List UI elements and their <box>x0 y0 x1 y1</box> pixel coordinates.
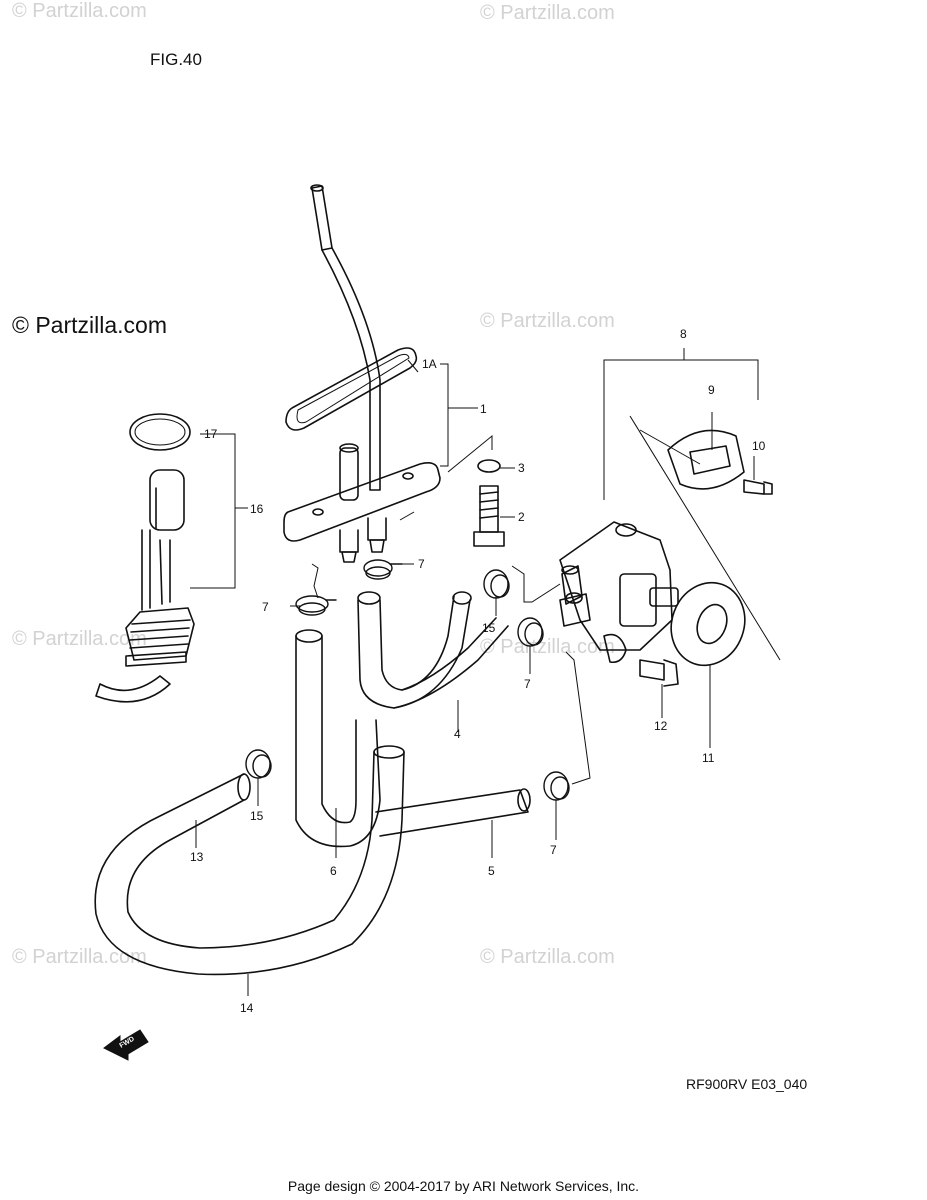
part-hose-14 <box>94 745 405 976</box>
part-clamp <box>363 559 403 580</box>
callout-15: 15 <box>250 809 264 823</box>
figure-title: FIG.40 <box>150 50 202 69</box>
part-clamp <box>295 595 337 616</box>
part-level-sensor <box>95 469 195 703</box>
callout-1: 1 <box>480 402 487 416</box>
watermark: © Partzilla.com <box>480 946 615 968</box>
diagram-code: RF900RV E03_040 <box>686 1076 808 1092</box>
part-hose-4 <box>357 591 509 709</box>
part-bolt <box>473 485 505 547</box>
watermark: © Partzilla.com <box>12 946 147 968</box>
part-clamp <box>245 749 272 779</box>
callout-11: 11 <box>702 751 715 765</box>
callout-12: 12 <box>654 719 668 733</box>
callout-4: 4 <box>454 727 461 741</box>
callout-7: 7 <box>550 843 557 857</box>
watermark: © Partzilla.com <box>480 2 615 24</box>
callout-10: 10 <box>752 439 766 453</box>
callout-6: 6 <box>330 864 337 878</box>
part-clamp <box>543 771 570 801</box>
fwd-arrow-icon: FWD <box>103 1029 149 1061</box>
part-clamp <box>483 569 510 599</box>
watermark: © Partzilla.com <box>12 628 147 650</box>
part-hose-5 <box>375 788 531 837</box>
part-knob <box>667 429 745 490</box>
part-fuel-valve <box>559 521 679 664</box>
callout-3: 3 <box>518 461 525 475</box>
callout-9: 9 <box>708 383 715 397</box>
part-gasket-1a <box>285 347 418 431</box>
callout-2: 2 <box>518 510 525 524</box>
watermark: © Partzilla.com <box>480 310 615 332</box>
watermark: © Partzilla.com <box>480 636 615 658</box>
footer-copyright: Page design © 2004-2017 by ARI Network S… <box>287 1178 640 1194</box>
callout-16: 16 <box>250 502 264 516</box>
callout-14: 14 <box>240 1001 254 1015</box>
callout-labels: 1A 1 2 3 4 5 6 7 7 7 7 8 9 10 11 12 13 1… <box>190 327 766 1015</box>
callout-7: 7 <box>262 600 269 614</box>
part-clamp <box>517 617 544 647</box>
callout-5: 5 <box>488 864 495 878</box>
leader-lines <box>190 348 781 996</box>
part-screw-10 <box>743 479 773 495</box>
watermark-prominent: © Partzilla.com <box>12 312 167 338</box>
callout-7: 7 <box>418 557 425 571</box>
callout-15: 15 <box>482 621 496 635</box>
part-hose-6 <box>295 629 381 848</box>
callout-13: 13 <box>190 850 204 864</box>
callout-8: 8 <box>680 327 687 341</box>
callout-17: 17 <box>204 427 218 441</box>
part-o-ring-17 <box>129 413 191 451</box>
part-pickup-tube <box>283 184 441 563</box>
watermark: © Partzilla.com <box>12 0 147 22</box>
part-gasket-11 <box>670 581 746 667</box>
part-screw-12 <box>639 659 679 687</box>
part-washer <box>477 459 501 473</box>
callout-7: 7 <box>524 677 531 691</box>
callout-1a: 1A <box>422 357 437 371</box>
